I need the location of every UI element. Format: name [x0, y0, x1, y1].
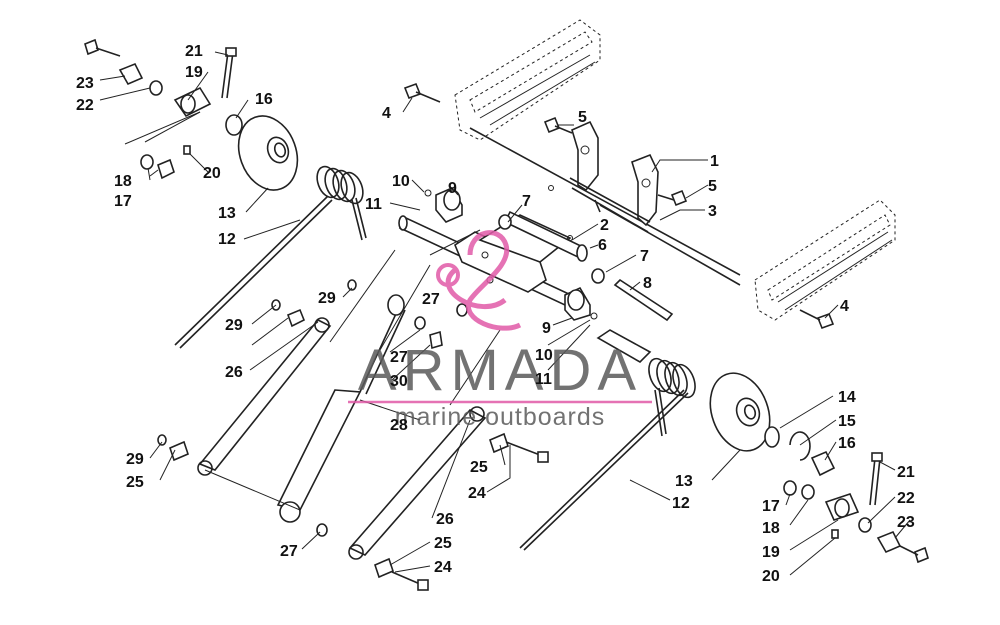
callout-17: 17	[762, 498, 780, 515]
callout-28: 28	[390, 417, 408, 434]
callout-9: 9	[542, 320, 551, 337]
callout-27: 27	[280, 543, 298, 560]
link-hardware	[157, 279, 549, 591]
callout-27: 27	[390, 349, 408, 366]
callout-labels: 1 2 3 4 4 5 5 6 7 7 8 9 9 10 10 11 11 12…	[76, 43, 915, 585]
bolt-bracket-left	[543, 116, 573, 134]
callout-24: 24	[468, 485, 486, 502]
callout-13: 13	[675, 473, 693, 490]
torsion-spring-upper	[174, 165, 367, 349]
callout-23: 23	[897, 514, 915, 531]
callout-25: 25	[126, 474, 144, 491]
callout-6: 6	[598, 237, 607, 254]
grease-fittings	[548, 185, 573, 241]
callout-20: 20	[762, 568, 780, 585]
callout-29: 29	[318, 290, 336, 307]
leader-lines	[99, 51, 911, 576]
small-washers	[424, 189, 598, 320]
idler-wheel-lower	[709, 372, 771, 452]
shock-absorber	[276, 294, 406, 523]
callout-25: 25	[470, 459, 488, 476]
idler-wheel-upper	[237, 115, 299, 191]
callout-12: 12	[218, 231, 236, 248]
watermark-brand: ARMADA	[358, 338, 642, 403]
callout-16: 16	[838, 435, 856, 452]
callout-25: 25	[434, 535, 452, 552]
callout-27: 27	[422, 291, 440, 308]
link-arm-right	[348, 406, 487, 560]
callout-11: 11	[365, 196, 382, 213]
bolt-bracket-right	[657, 189, 688, 207]
callout-19: 19	[762, 544, 780, 561]
mount-bracket-right	[631, 153, 659, 227]
track-rail-lower	[754, 199, 896, 321]
callout-12: 12	[672, 495, 690, 512]
callout-18: 18	[114, 173, 132, 190]
bushing-lower	[564, 286, 591, 321]
callout-22: 22	[76, 97, 94, 114]
torsion-spring-lower	[519, 329, 696, 551]
callout-8: 8	[643, 275, 652, 292]
callout-14: 14	[838, 389, 856, 406]
callout-15: 15	[838, 413, 856, 430]
callout-10: 10	[535, 347, 553, 364]
callout-20: 20	[203, 165, 221, 182]
track-rail-upper	[454, 19, 601, 141]
hub-parts-lower-right	[764, 426, 929, 564]
bushing-upper	[435, 186, 463, 223]
bracket-crossbar	[569, 177, 651, 233]
callout-24: 24	[434, 559, 452, 576]
callout-26: 26	[436, 511, 454, 528]
bolt-upper-left	[403, 82, 441, 103]
callout-18: 18	[762, 520, 780, 537]
callout-4: 4	[840, 298, 849, 315]
callout-5: 5	[578, 109, 587, 126]
callout-4: 4	[382, 105, 391, 122]
link-arm-left	[197, 317, 332, 476]
callout-30: 30	[390, 373, 408, 390]
watermark-logo	[436, 230, 522, 331]
alignment-lines	[124, 111, 501, 511]
callout-21: 21	[185, 43, 203, 60]
callout-1: 1	[710, 153, 719, 170]
callout-29: 29	[225, 317, 243, 334]
callout-7: 7	[640, 248, 649, 265]
callout-21: 21	[897, 464, 915, 481]
hub-parts-upper-left	[84, 38, 243, 180]
callout-7: 7	[522, 193, 531, 210]
callout-9: 9	[448, 180, 457, 197]
mount-bracket-left	[571, 120, 599, 192]
callout-26: 26	[225, 364, 243, 381]
callout-22: 22	[897, 490, 915, 507]
callout-29: 29	[126, 451, 144, 468]
callout-23: 23	[76, 75, 94, 92]
long-pin	[613, 278, 674, 322]
callout-5: 5	[708, 178, 717, 195]
callout-19: 19	[185, 64, 203, 81]
callout-13: 13	[218, 205, 236, 222]
short-spacer-upper	[498, 214, 512, 230]
callout-10: 10	[392, 173, 410, 190]
watermark-tagline: marine outboards	[395, 403, 606, 431]
callout-2: 2	[600, 217, 609, 234]
callout-16: 16	[255, 91, 273, 108]
callout-11: 11	[535, 371, 552, 388]
watermark: ARMADA marine outboards	[348, 230, 652, 431]
short-spacer-lower	[591, 268, 605, 284]
bolt-lower-right	[799, 309, 835, 330]
callout-3: 3	[708, 203, 717, 220]
callout-17: 17	[114, 193, 132, 210]
